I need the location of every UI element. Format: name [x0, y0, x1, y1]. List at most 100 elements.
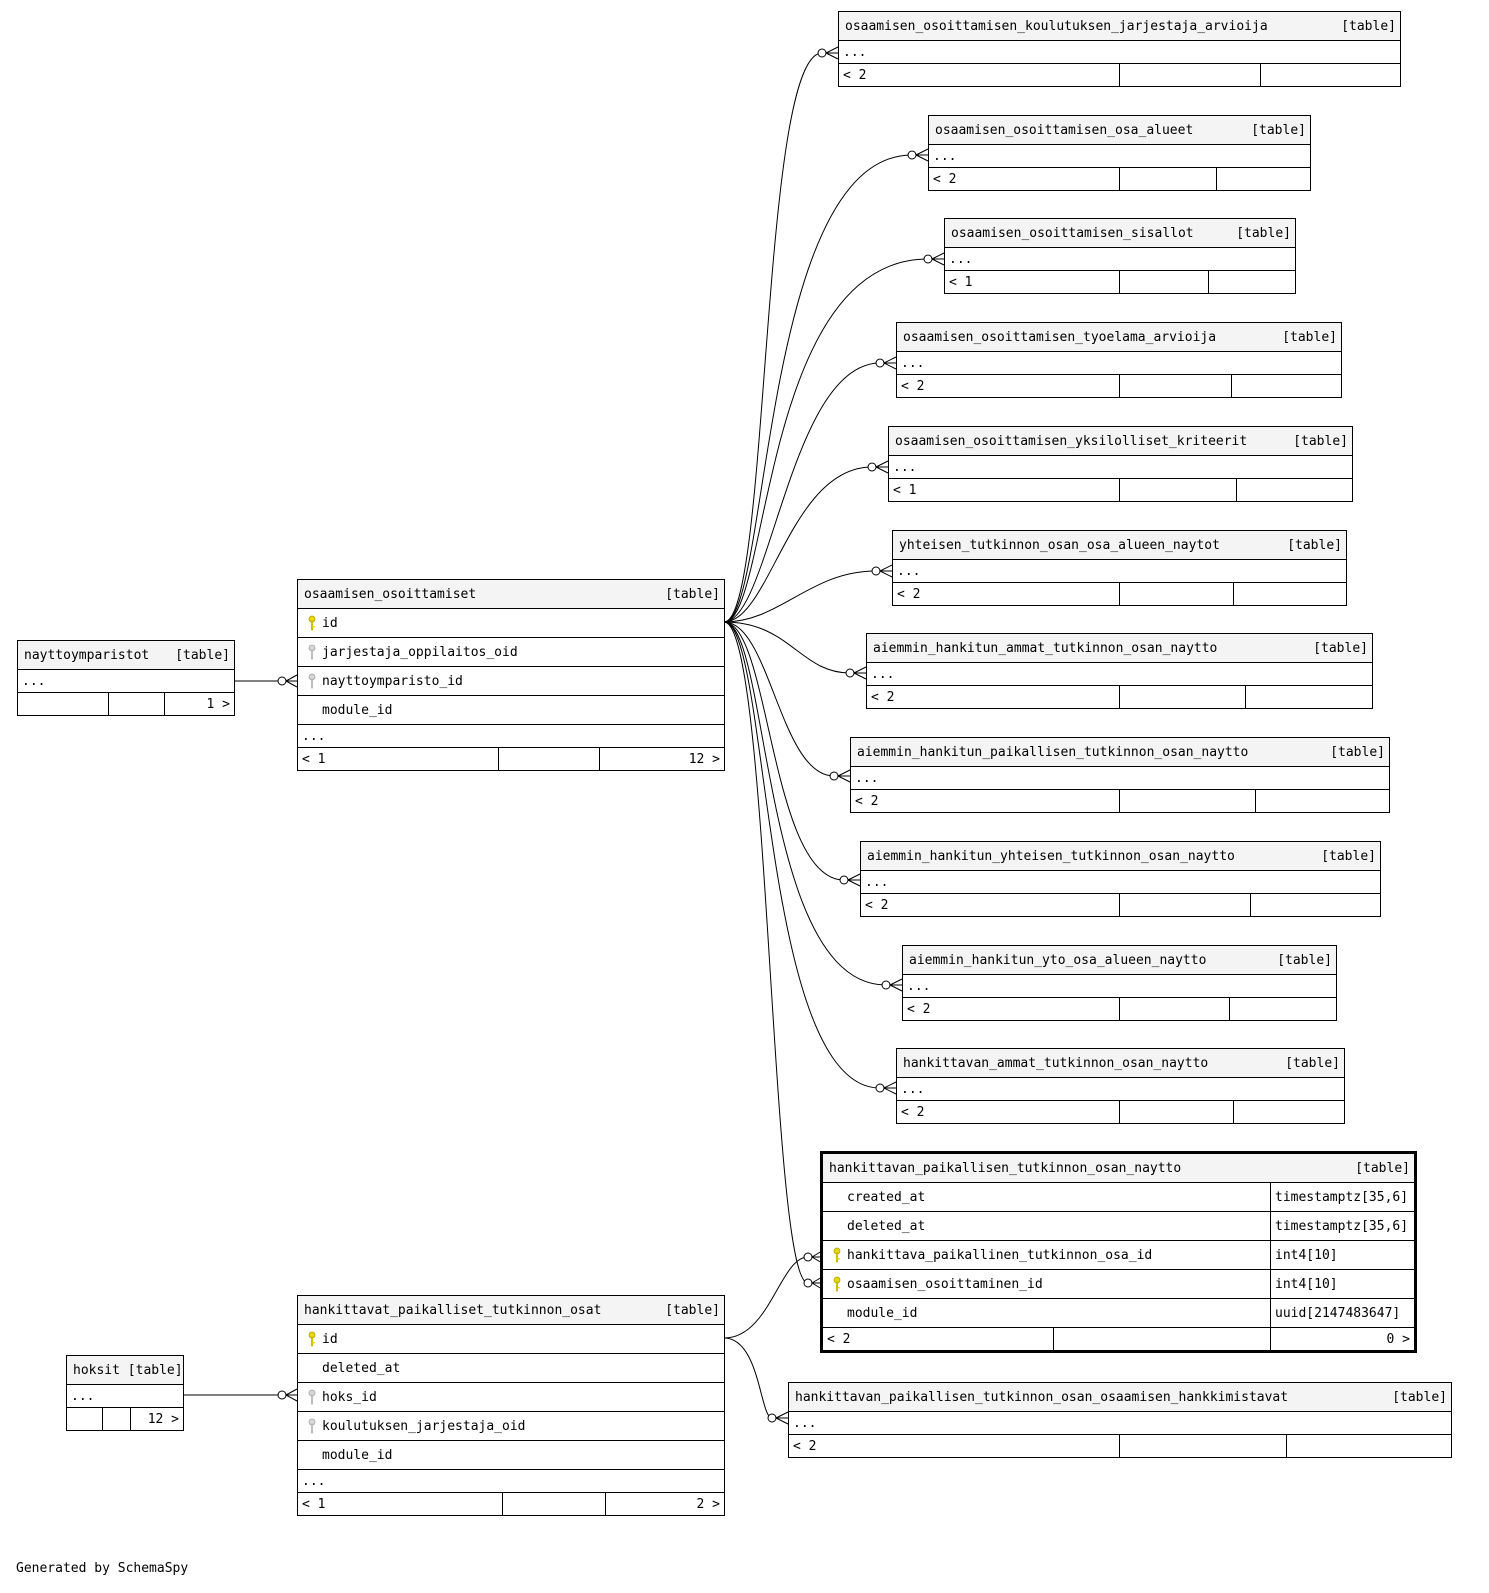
columns-ellipsis: ... — [298, 725, 724, 748]
table-osaamisen-osoittamiset[interactable]: osaamisen_osoittamiset[table] id jarjest… — [297, 579, 725, 771]
table-name[interactable]: aiemmin_hankitun_yto_osa_alueen_naytto — [909, 952, 1207, 968]
crow-foot-osaamisen — [277, 676, 287, 686]
crow-foot-t7 — [845, 668, 855, 678]
footer-parents: < 2 — [855, 793, 879, 809]
table-focus[interactable]: hankittavan_paikallisen_tutkinnon_osan_n… — [820, 1151, 1417, 1353]
footer-children: 12 > — [130, 1408, 183, 1430]
footer-rows — [108, 693, 164, 715]
column-row[interactable]: created_at timestamptz[35,6] — [823, 1183, 1414, 1212]
column-name: koulutuksen_jarjestaja_oid — [322, 1418, 526, 1434]
column-name: id — [322, 615, 338, 631]
table-tag: [table] — [175, 647, 230, 663]
column-row[interactable]: hoks_id — [298, 1383, 724, 1412]
crow-foot-t11 — [875, 1083, 885, 1093]
footer-children — [1260, 64, 1400, 86]
table-tag: [table] — [1392, 1389, 1447, 1405]
table-t2[interactable]: osaamisen_osoittamisen_osa_alueet[table]… — [928, 115, 1311, 191]
footer-children — [1286, 1435, 1451, 1457]
table-t5[interactable]: osaamisen_osoittamisen_yksilolliset_krit… — [888, 426, 1353, 502]
table-name[interactable]: aiemmin_hankitun_yhteisen_tutkinnon_osan… — [867, 848, 1235, 864]
table-name[interactable]: osaamisen_osoittamisen_yksilolliset_krit… — [895, 433, 1248, 449]
column-name: hoks_id — [322, 1389, 377, 1405]
table-hankittavat[interactable]: hankittavat_paikalliset_tutkinnon_osat[t… — [297, 1295, 725, 1516]
column-row[interactable]: module_id — [298, 1441, 724, 1470]
columns-ellipsis: ... — [897, 352, 1341, 375]
edge-focus-osaamisen — [723, 621, 809, 1284]
footer-children — [1229, 998, 1336, 1020]
table-t11[interactable]: hankittavan_ammat_tutkinnon_osan_naytto[… — [896, 1048, 1345, 1124]
table-name[interactable]: hankittavan_ammat_tutkinnon_osan_naytto — [903, 1055, 1209, 1071]
table-t7[interactable]: aiemmin_hankitun_ammat_tutkinnon_osan_na… — [866, 633, 1373, 709]
footer-children — [1216, 168, 1310, 190]
column-name: nayttoymparisto_id — [322, 673, 463, 689]
edge-t11 — [723, 621, 881, 1089]
crow-foot-focus-2 — [803, 1278, 813, 1288]
crow-foot-t4 — [875, 358, 885, 368]
column-type: int4[10] — [1270, 1270, 1414, 1298]
table-t3[interactable]: osaamisen_osoittamisen_sisallot[table] .… — [944, 218, 1296, 294]
column-row[interactable]: module_id — [298, 696, 724, 725]
table-nayttoymparistot[interactable]: nayttoymparistot[table] ... 1 > — [17, 640, 235, 716]
footer-rows — [498, 748, 599, 770]
crow-foot-t2 — [907, 150, 917, 160]
table-name[interactable]: hankittavat_paikalliset_tutkinnon_osat — [304, 1302, 602, 1318]
footer-parents: < 2 — [865, 897, 889, 913]
column-row[interactable]: deleted_at — [298, 1354, 724, 1383]
table-t8[interactable]: aiemmin_hankitun_paikallisen_tutkinnon_o… — [850, 737, 1390, 813]
table-t10[interactable]: aiemmin_hankitun_yto_osa_alueen_naytto [t… — [902, 945, 1337, 1021]
table-hoksit[interactable]: hoksit [table] ... 12 > — [66, 1355, 184, 1431]
columns-ellipsis: ... — [861, 871, 1380, 894]
column-row[interactable]: module_id uuid[2147483647] — [823, 1299, 1414, 1328]
column-row[interactable]: deleted_at timestamptz[35,6] — [823, 1212, 1414, 1241]
footer-parents: < 2 — [843, 67, 867, 83]
footer-parents: < 1 — [949, 274, 973, 290]
column-name: module_id — [322, 1447, 393, 1463]
table-name[interactable]: osaamisen_osoittamisen_sisallot — [951, 225, 1194, 241]
footer-children: 12 > — [599, 748, 724, 770]
column-name: module_id — [322, 702, 393, 718]
footer-children: 1 > — [164, 693, 234, 715]
column-row[interactable]: osaamisen_osoittaminen_id int4[10] — [823, 1270, 1414, 1299]
table-t13[interactable]: hankittavan_paikallisen_tutkinnon_osan_o… — [788, 1382, 1452, 1458]
columns-ellipsis: ... — [867, 663, 1372, 686]
footer-rows — [102, 1408, 130, 1430]
table-name[interactable]: aiemmin_hankitun_paikallisen_tutkinnon_o… — [857, 744, 1249, 760]
table-name[interactable]: hankittavan_paikallisen_tutkinnon_osan_o… — [795, 1389, 1289, 1405]
table-name[interactable]: osaamisen_osoittamiset — [304, 586, 477, 602]
edge-t3 — [723, 258, 929, 623]
table-t6[interactable]: yhteisen_tutkinnon_osan_osa_alueen_nayto… — [892, 530, 1347, 606]
table-t4[interactable]: osaamisen_osoittamisen_tyoelama_arvioija… — [896, 322, 1342, 398]
table-name[interactable]: osaamisen_osoittamisen_koulutuksen_jarje… — [845, 18, 1268, 34]
column-row[interactable]: jarjestaja_oppilaitos_oid — [298, 638, 724, 667]
crow-foot-t9 — [839, 875, 849, 885]
column-name: created_at — [847, 1189, 926, 1205]
edge-t6 — [723, 570, 877, 623]
columns-ellipsis: ... — [929, 145, 1310, 168]
table-name[interactable]: hoksit [table] — [73, 1362, 183, 1378]
footer-rows — [1119, 790, 1255, 812]
table-tag: [table] — [1321, 848, 1376, 864]
table-tag: [table] — [1355, 1160, 1410, 1176]
column-row[interactable]: nayttoymparisto_id — [298, 667, 724, 696]
table-t9[interactable]: aiemmin_hankitun_yhteisen_tutkinnon_osan… — [860, 841, 1381, 917]
table-tag: [table] — [1236, 225, 1291, 241]
crow-foot-t1 — [817, 48, 827, 58]
column-row[interactable]: koulutuksen_jarjestaja_oid — [298, 1412, 724, 1441]
column-row[interactable]: id — [298, 1325, 724, 1354]
footer-parents: < 2 — [901, 378, 925, 394]
table-name[interactable]: osaamisen_osoittamisen_osa_alueet — [935, 122, 1194, 138]
table-name[interactable]: yhteisen_tutkinnon_osan_osa_alueen_nayto… — [899, 537, 1220, 553]
footer-rows — [1119, 271, 1208, 293]
crow-foot-t8 — [829, 771, 839, 781]
table-name[interactable]: aiemmin_hankitun_ammat_tutkinnon_osan_na… — [873, 640, 1218, 656]
table-name[interactable]: nayttoymparistot — [24, 647, 150, 663]
key-icon — [827, 1276, 847, 1292]
column-row[interactable]: hankittava_paikallinen_tutkinnon_osa_id … — [823, 1241, 1414, 1270]
table-tag: [table] — [1277, 952, 1332, 968]
table-name[interactable]: osaamisen_osoittamisen_tyoelama_arvioija — [903, 329, 1217, 345]
table-tag: [table] — [1293, 433, 1348, 449]
table-t1[interactable]: osaamisen_osoittamisen_koulutuksen_jarje… — [838, 11, 1401, 87]
table-name[interactable]: hankittavan_paikallisen_tutkinnon_osan_n… — [829, 1160, 1182, 1176]
columns-ellipsis: ... — [789, 1412, 1451, 1435]
column-row[interactable]: id — [298, 609, 724, 638]
